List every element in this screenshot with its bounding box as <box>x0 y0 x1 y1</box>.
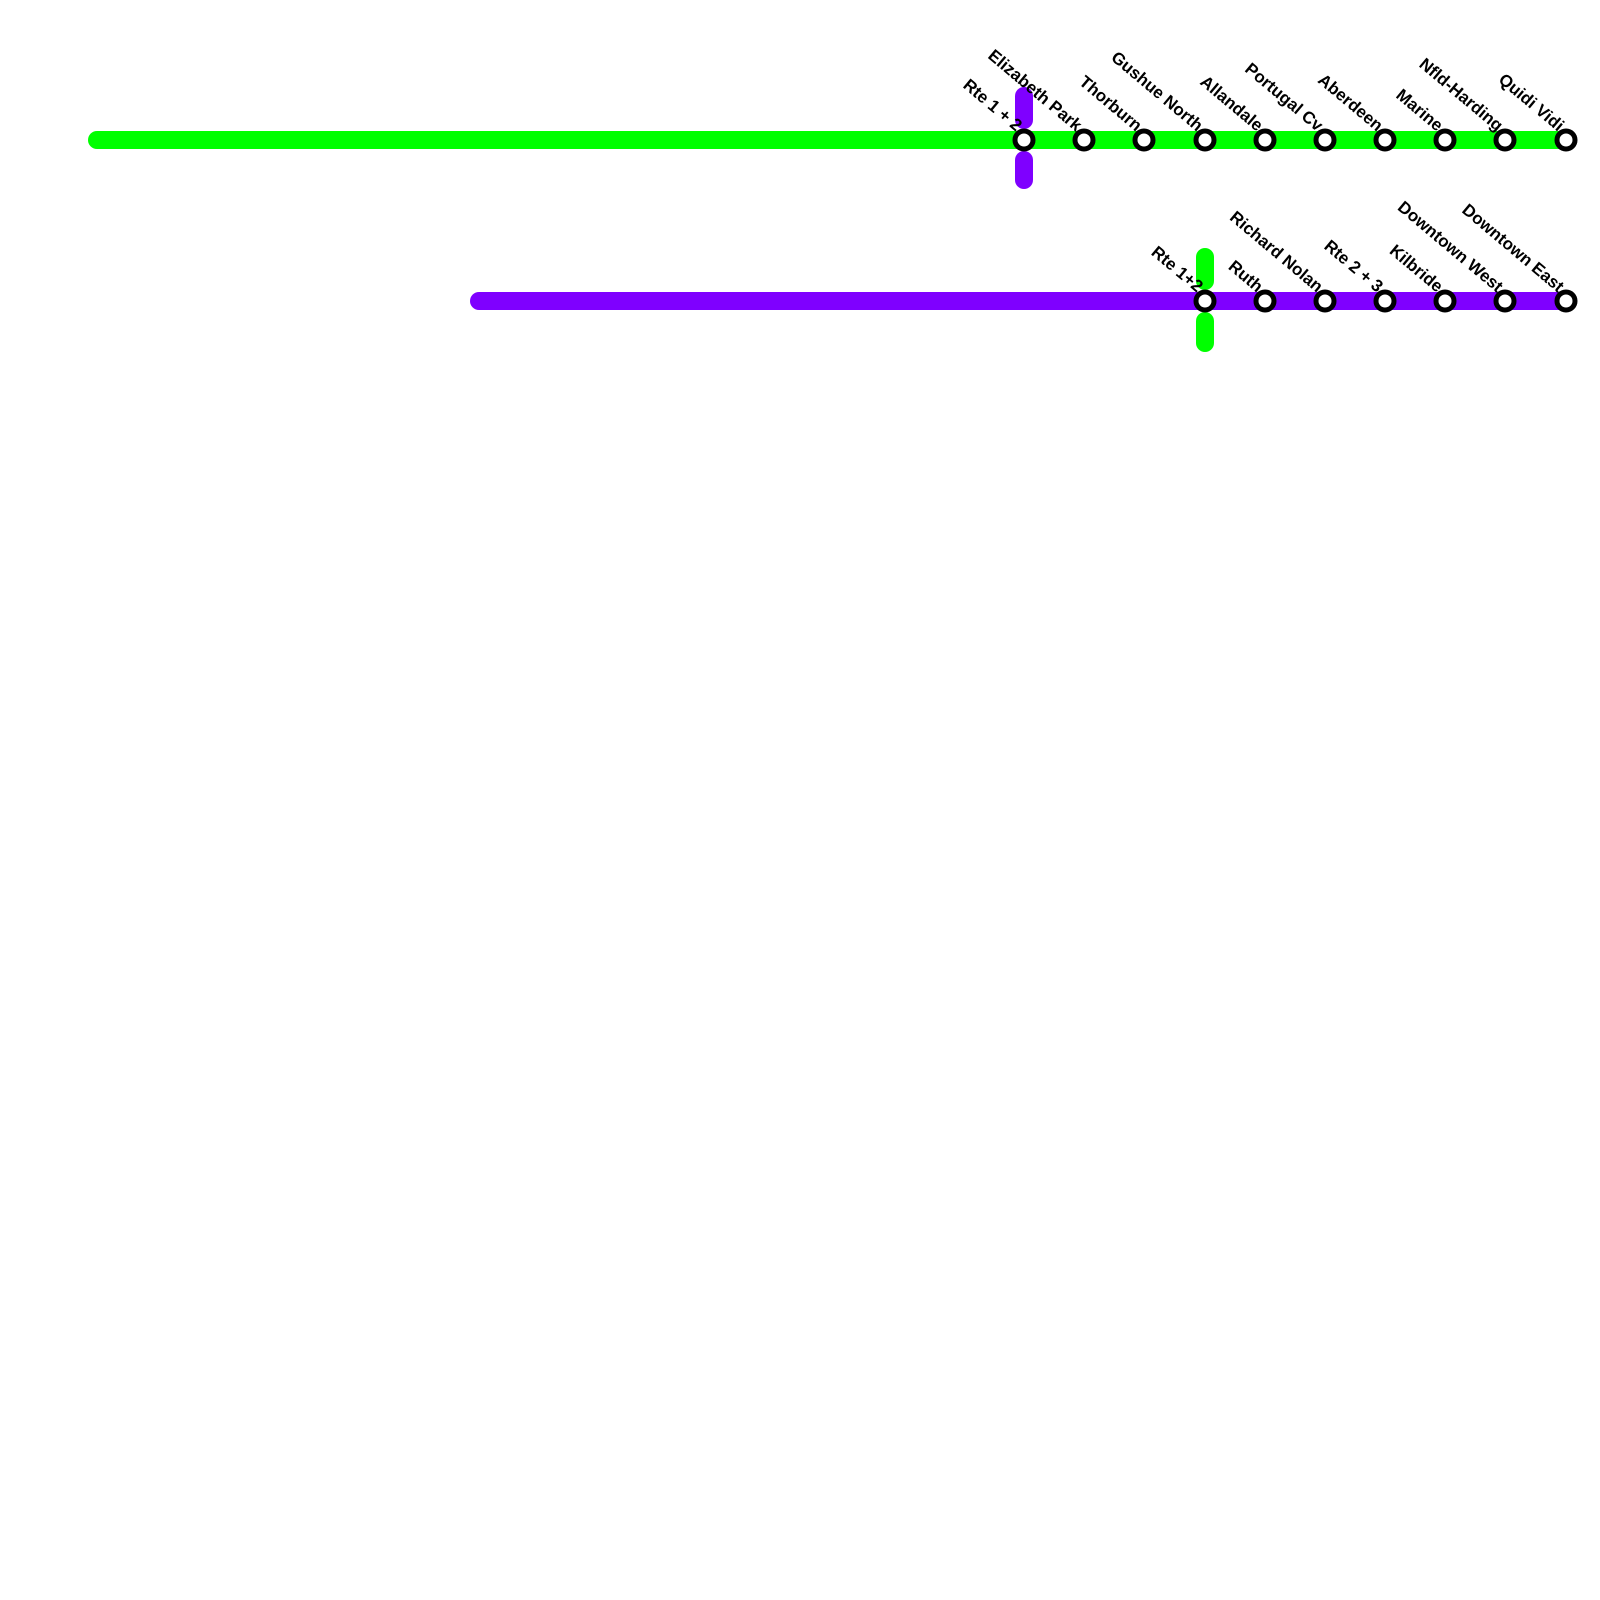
station-marker[interactable] <box>1012 128 1036 152</box>
station-marker[interactable] <box>1313 128 1337 152</box>
station-marker[interactable] <box>1373 128 1397 152</box>
station-marker[interactable] <box>1313 289 1337 313</box>
station-marker[interactable] <box>1493 289 1517 313</box>
station-marker[interactable] <box>1554 128 1578 152</box>
station-marker[interactable] <box>1433 289 1457 313</box>
station-marker[interactable] <box>1072 128 1096 152</box>
station-marker[interactable] <box>1193 289 1217 313</box>
station-marker[interactable] <box>1132 128 1156 152</box>
station-marker[interactable] <box>1253 289 1277 313</box>
station-marker[interactable] <box>1373 289 1397 313</box>
station-marker[interactable] <box>1433 128 1457 152</box>
station-marker[interactable] <box>1253 128 1277 152</box>
station-marker[interactable] <box>1554 289 1578 313</box>
station-marker[interactable] <box>1493 128 1517 152</box>
station-marker[interactable] <box>1193 128 1217 152</box>
